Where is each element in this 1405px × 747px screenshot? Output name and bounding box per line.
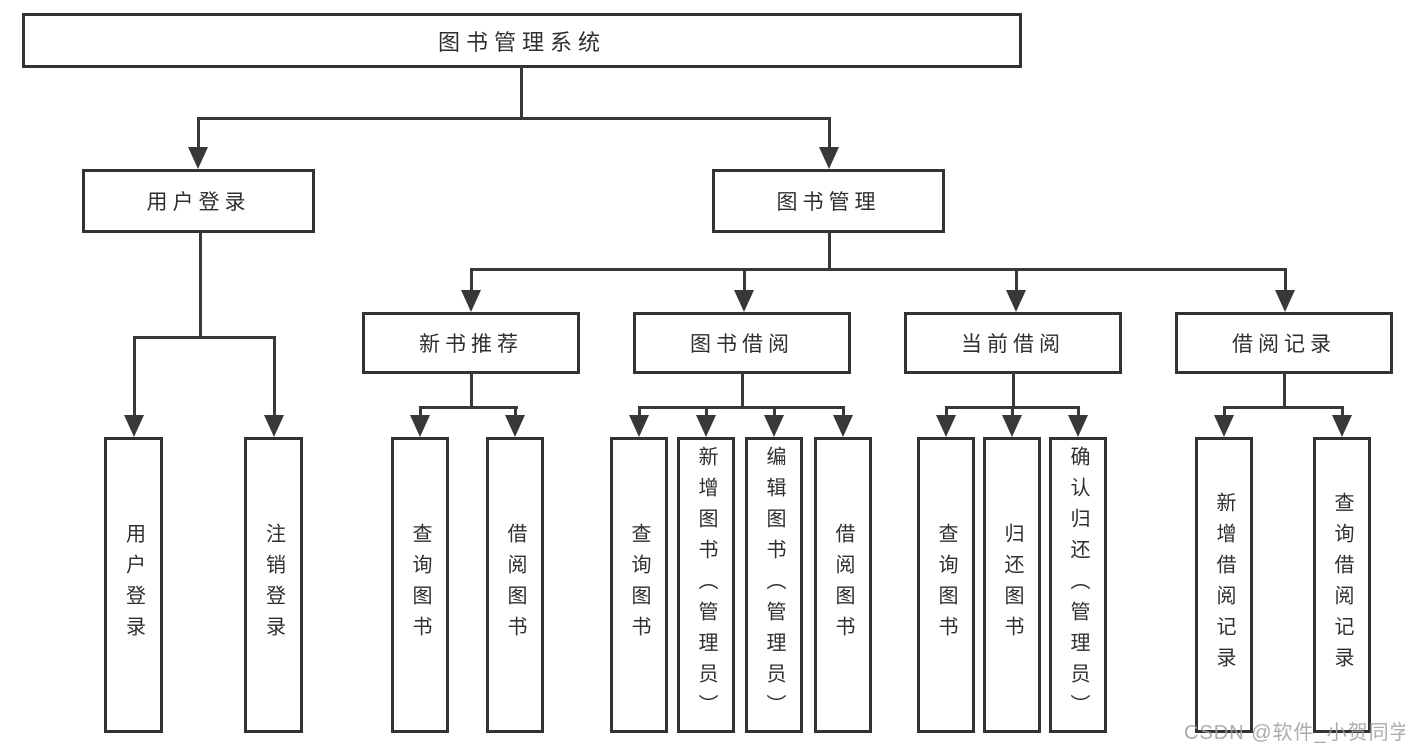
- connector-line: [197, 117, 831, 120]
- arrow-down-icon: [461, 290, 481, 312]
- connector-line: [1284, 268, 1287, 292]
- node-current-borrowing: 当前借阅: [904, 312, 1122, 374]
- connector-line: [470, 268, 1287, 271]
- connector-line: [197, 117, 200, 149]
- arrow-down-icon: [1002, 415, 1022, 437]
- leaf-borrow-books-recommend: 借阅图书: [486, 437, 544, 733]
- connector-line: [470, 268, 473, 292]
- leaf-add-borrow-record: 新增借阅记录: [1195, 437, 1253, 733]
- arrow-down-icon: [833, 415, 853, 437]
- arrow-down-icon: [1214, 415, 1234, 437]
- node-library-management-system: 图书管理系统: [22, 13, 1022, 68]
- leaf-query-books-recommend: 查询图书: [391, 437, 449, 733]
- csdn-watermark: CSDN @软件_小贺同学: [1184, 722, 1405, 744]
- connector-line: [1077, 406, 1080, 417]
- connector-line: [1012, 372, 1015, 409]
- connector-line: [1015, 268, 1018, 292]
- arrow-down-icon: [764, 415, 784, 437]
- connector-line: [273, 336, 276, 417]
- connector-line: [773, 406, 776, 417]
- leaf-return-books: 归还图书: [983, 437, 1041, 733]
- connector-line: [133, 336, 276, 339]
- connector-line: [638, 406, 845, 409]
- leaf-query-books-current: 查询图书: [917, 437, 975, 733]
- connector-line: [1011, 406, 1014, 417]
- connector-line: [1223, 406, 1344, 409]
- node-user-login: 用户登录: [82, 169, 315, 233]
- connector-line: [828, 117, 831, 149]
- connector-line: [1341, 406, 1344, 417]
- connector-line: [705, 406, 708, 417]
- arrow-down-icon: [1275, 290, 1295, 312]
- connector-line: [419, 406, 518, 409]
- connector-line: [133, 336, 136, 417]
- connector-line: [743, 268, 746, 292]
- connector-line: [470, 372, 473, 409]
- node-book-management: 图书管理: [712, 169, 945, 233]
- node-book-borrowing: 图书借阅: [633, 312, 851, 374]
- arrow-down-icon: [124, 415, 144, 437]
- leaf-query-borrow-record: 查询借阅记录: [1313, 437, 1371, 733]
- arrow-down-icon: [819, 147, 839, 169]
- leaf-borrow-books-borrowing: 借阅图书: [814, 437, 872, 733]
- arrow-down-icon: [1068, 415, 1088, 437]
- arrow-down-icon: [410, 415, 430, 437]
- node-new-book-recommend: 新书推荐: [362, 312, 580, 374]
- connector-line: [945, 406, 948, 417]
- arrow-down-icon: [734, 290, 754, 312]
- leaf-add-books-admin: 新增图书（管理员）: [677, 437, 735, 733]
- arrow-down-icon: [629, 415, 649, 437]
- connector-line: [419, 406, 422, 417]
- leaf-user-login: 用户登录: [104, 437, 163, 733]
- leaf-edit-books-admin: 编辑图书（管理员）: [745, 437, 803, 733]
- leaf-confirm-return-admin: 确认归还（管理员）: [1049, 437, 1107, 733]
- node-borrowing-records: 借阅记录: [1175, 312, 1393, 374]
- connector-line: [741, 372, 744, 409]
- connector-line: [828, 231, 831, 271]
- connector-line: [1223, 406, 1226, 417]
- connector-line: [638, 406, 641, 417]
- arrow-down-icon: [188, 147, 208, 169]
- arrow-down-icon: [936, 415, 956, 437]
- arrow-down-icon: [1332, 415, 1352, 437]
- arrow-down-icon: [696, 415, 716, 437]
- leaf-logout: 注销登录: [244, 437, 303, 733]
- connector-line: [1283, 372, 1286, 409]
- leaf-query-books-borrowing: 查询图书: [610, 437, 668, 733]
- arrow-down-icon: [264, 415, 284, 437]
- connector-line: [842, 406, 845, 417]
- connector-line: [514, 406, 517, 417]
- connector-line: [199, 231, 202, 339]
- connector-line: [520, 66, 523, 119]
- arrow-down-icon: [1006, 290, 1026, 312]
- arrow-down-icon: [505, 415, 525, 437]
